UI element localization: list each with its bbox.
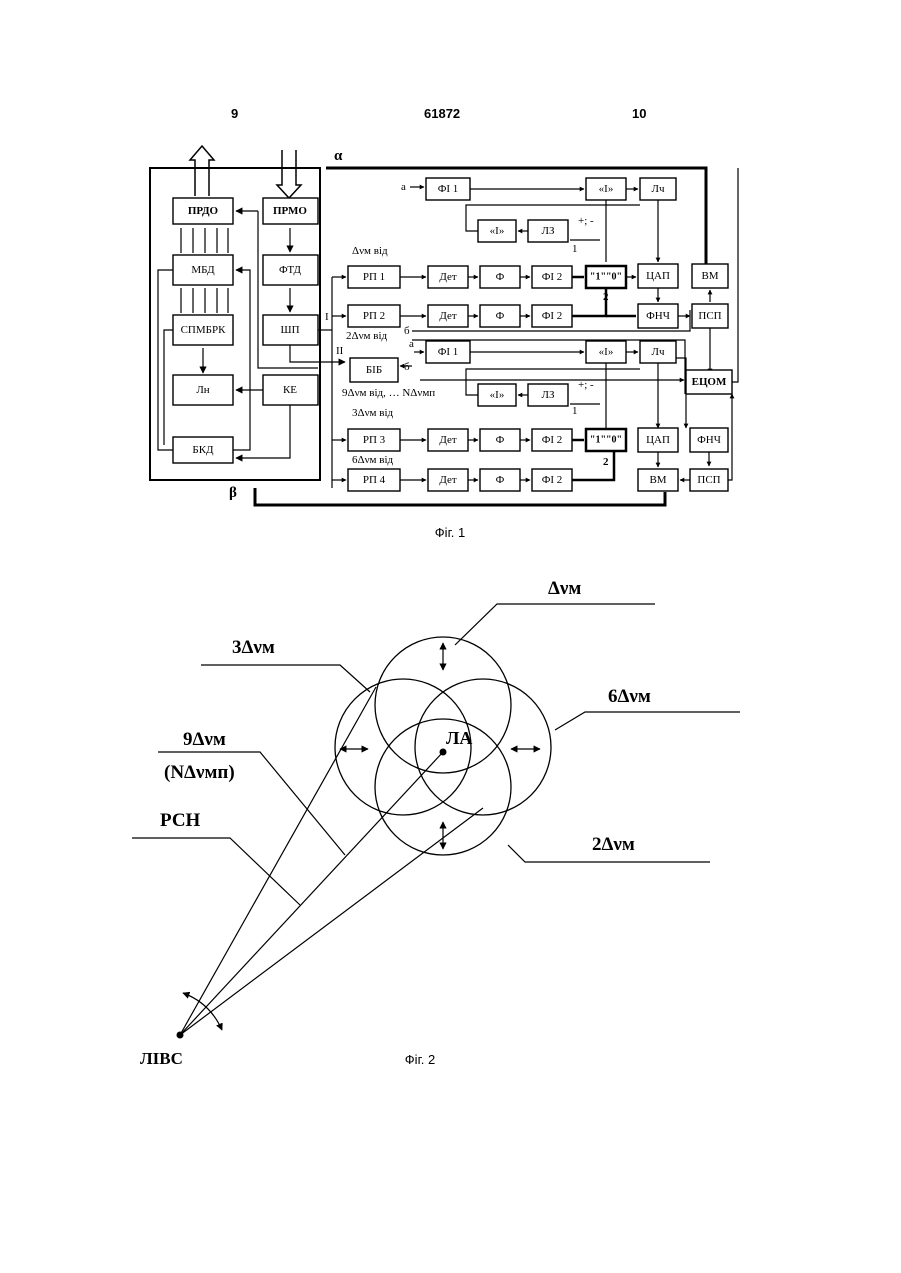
input-arrow — [277, 150, 301, 198]
etsom-label: ЕЦОМ — [692, 376, 727, 388]
nine-label: 9Δνм — [183, 729, 226, 750]
wire-bkd-mbd — [233, 270, 250, 450]
f3-label: Ф — [496, 434, 505, 446]
six-label: 6Δνм — [608, 686, 651, 707]
tsap-bot-label: ЦАП — [646, 434, 670, 446]
alpha-label: α — [334, 148, 343, 164]
rp3-note: 3Δνм від — [352, 407, 394, 419]
bkd-label: БКД — [192, 444, 214, 456]
ray-lower — [180, 808, 483, 1035]
rp4-label: РП 4 — [363, 474, 386, 486]
ndnu-label: (NΔνмп) — [164, 762, 235, 783]
leader-dnu — [455, 604, 655, 645]
counter-top-label: "1""0" — [590, 272, 622, 283]
rsn-label: РСН — [160, 810, 201, 831]
leader-six — [555, 712, 740, 730]
fnch-top-label: ФНЧ — [646, 310, 670, 322]
la-label: ЛА — [446, 728, 472, 748]
prmo-label: ПРМО — [273, 205, 307, 217]
shp-label: ШП — [280, 324, 299, 336]
i-bot-label: «І» — [599, 346, 614, 358]
bib-note: 9Δνм від, … NΔνмп — [342, 387, 435, 399]
mbd-label: МБД — [191, 264, 215, 276]
fig2-caption: Фіг. 2 — [405, 1052, 435, 1067]
wire-spm-bkd — [164, 330, 173, 445]
wire-etsom-alpha — [732, 168, 738, 382]
dnu-label: Δνм — [548, 578, 581, 599]
i-mid-bot-label: «І» — [490, 389, 505, 401]
rp2-note: 2Δνм від — [346, 330, 388, 342]
fi1-bot-label: ФІ 1 — [438, 346, 459, 358]
leader-rsn — [132, 838, 300, 905]
det2-label: Дет — [439, 310, 457, 322]
fig1-caption: Фіг. 1 — [435, 525, 465, 540]
bib-label: БІБ — [366, 364, 382, 376]
fig1-diagram: α β ПРДО ПРМО МБД ФТД СПМБРК ШП Лн КЕ БК… — [150, 146, 738, 540]
leader-three — [201, 665, 370, 692]
fi2-row3-label: ФІ 2 — [542, 434, 563, 446]
i-mid-top-label: «І» — [490, 225, 505, 237]
lz-top-label: ЛЗ — [542, 225, 555, 237]
bus-arrows — [181, 228, 228, 373]
wire-fi2-counter — [572, 288, 606, 316]
roman-2-label: II — [336, 345, 344, 357]
fig2-diagram: ЛА ЛІВС РСН Δνм 3Δνм 6Δνм 9Δνм (NΔνмп) 2… — [132, 578, 740, 1068]
a-top-label: а — [401, 181, 406, 193]
lz-bot-label: ЛЗ — [542, 389, 555, 401]
fi2-row1-label: ФІ 2 — [542, 271, 563, 283]
det1-label: Дет — [439, 271, 457, 283]
two-bot-label: 2 — [603, 456, 609, 468]
output-arrow — [190, 146, 214, 196]
a-bot-label: а — [409, 338, 414, 350]
lch-bot-label: Лч — [652, 346, 665, 358]
b-top-label: б — [404, 325, 410, 337]
lch-top-label: Лч — [652, 183, 665, 195]
wire-mbd-bkd — [158, 270, 173, 450]
vm-top-label: ВМ — [701, 270, 718, 282]
fi1-top-label: ФІ 1 — [438, 183, 459, 195]
rp1-label: РП 1 — [363, 271, 385, 283]
b-bot-label: б — [404, 361, 410, 373]
roman-1-label: I — [325, 311, 329, 323]
vm-bot-label: ВМ — [649, 474, 666, 486]
ke-label: КЕ — [283, 384, 297, 396]
ftd-label: ФТД — [279, 264, 301, 276]
psp-top-label: ПСП — [698, 310, 721, 322]
rp4-note: 6Δνм від — [352, 454, 394, 466]
spmbrk-label: СПМБРК — [181, 324, 226, 336]
livs-label: ЛІВС — [140, 1049, 183, 1068]
ray-center — [180, 752, 443, 1035]
fnch-bot-label: ФНЧ — [697, 434, 721, 446]
f1-label: Ф — [496, 271, 505, 283]
counter-bot-label: "1""0" — [590, 435, 622, 446]
prdo-label: ПРДО — [188, 205, 219, 217]
circle-right — [415, 679, 551, 815]
det4-label: Дет — [439, 474, 457, 486]
psp-bot-label: ПСП — [697, 474, 720, 486]
det3-label: Дет — [439, 434, 457, 446]
pm-bot-label: +; - — [578, 379, 594, 391]
i-top-label: «І» — [599, 183, 614, 195]
two-label: 2Δνм — [592, 834, 635, 855]
tsap-top-label: ЦАП — [646, 270, 670, 282]
fi2-row4-label: ФІ 2 — [542, 474, 563, 486]
rp1-note: Δνм від — [352, 245, 388, 257]
one-bot-label: 1 — [572, 405, 578, 417]
pm-top-label: +; - — [578, 215, 594, 227]
beta-label: β — [229, 485, 237, 501]
f4-label: Ф — [496, 474, 505, 486]
one-top-label: 1 — [572, 243, 578, 255]
ln-label: Лн — [196, 384, 209, 396]
three-label: 3Δνм — [232, 637, 275, 658]
fi2-row2-label: ФІ 2 — [542, 310, 563, 322]
livs-point — [177, 1032, 184, 1039]
f2-label: Ф — [496, 310, 505, 322]
rp2-label: РП 2 — [363, 310, 385, 322]
rp3-label: РП 3 — [363, 434, 386, 446]
